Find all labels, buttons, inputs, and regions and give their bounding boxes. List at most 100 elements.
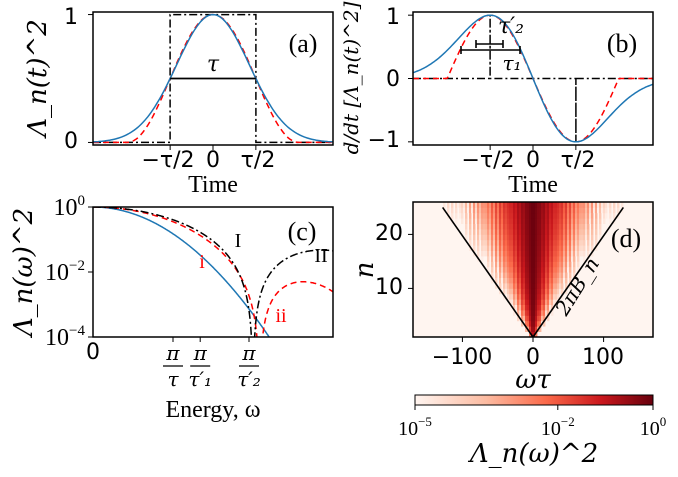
panel-d-cell [541, 256, 544, 262]
panel-d-cell [491, 223, 494, 230]
panel-d-cell [551, 212, 554, 219]
panel-d-cell [527, 293, 530, 300]
panel-d-cell [603, 202, 606, 208]
panel-d-cell [547, 304, 550, 311]
panel-d-cell [539, 256, 542, 262]
panel-d-cell [575, 207, 578, 214]
panel-d-cell [485, 218, 488, 224]
panel-d-cell [541, 266, 544, 273]
panel-d-cell [587, 218, 590, 224]
panel-d-cell [501, 234, 504, 241]
panel-d-cell [533, 272, 536, 278]
panel-d-cell [563, 245, 566, 251]
panel-d-cell [491, 266, 494, 273]
panel-d-cell [505, 212, 508, 219]
panel-d-cell [491, 207, 494, 214]
panel-d-cell [489, 245, 492, 251]
panel-d-cell [529, 288, 532, 295]
panel-d-cell [505, 277, 508, 284]
panel-d-cell [565, 239, 568, 246]
panel-d-cell [521, 218, 524, 224]
panel-d-cell [533, 326, 536, 332]
panel-d-cell [481, 207, 484, 214]
panel-d-cell [563, 272, 566, 278]
panel-d-cell [529, 245, 532, 251]
panel-d-cell [575, 239, 578, 246]
panel-d-cell [489, 234, 492, 241]
panel-d-cell [509, 218, 512, 224]
panel-d-cell [499, 207, 502, 214]
panel-d-cell [531, 261, 534, 268]
panel-d-cell [485, 229, 488, 235]
panel-d-cell [533, 207, 536, 214]
panel-d-cell [577, 223, 580, 230]
panel-d-cell [565, 218, 568, 224]
panel-d-cell [573, 223, 576, 230]
panel-d-cell [497, 229, 500, 235]
panel-d-cell [557, 239, 560, 246]
panel-d-cell [513, 293, 516, 300]
panel-d-cell [519, 207, 522, 214]
panel-d-cell [545, 266, 548, 273]
panel-c-ylabel: Λ_n(ω)^2 [9, 208, 39, 338]
panel-d-cell [527, 288, 530, 295]
panel-d-cell [469, 207, 472, 214]
colorbar-tick-label: 10−2 [541, 414, 575, 440]
panel-d-cell [605, 212, 608, 219]
panel-d-cell [497, 256, 500, 262]
panel-d-cell [527, 266, 530, 273]
panel-d-cell [553, 202, 556, 208]
panel-d-cell [503, 207, 506, 214]
panel-d-cell [503, 266, 506, 273]
panel-d-cell [559, 229, 562, 235]
panel-d-cell [591, 229, 594, 235]
panel-d-cell [555, 256, 558, 262]
panel-d-cell [579, 250, 582, 257]
panel-b-axes-frame [412, 11, 654, 146]
panel-c-series-dashed [93, 207, 333, 337]
panel-d-cell [525, 202, 528, 208]
panel-d-cell [551, 293, 554, 300]
panel-d-cell [529, 250, 532, 257]
panel-d-cell [497, 212, 500, 219]
panel-d-cell [537, 250, 540, 257]
panel-d-cell [539, 234, 542, 241]
panel-d-cell [493, 223, 496, 230]
panel-d-cell [485, 239, 488, 246]
panel-d-cell [489, 218, 492, 224]
panel-d-cell [511, 234, 514, 241]
panel-d-cell [563, 266, 566, 273]
panel-a-xtick-pos: τ/2 [241, 148, 276, 173]
panel-d-cell [543, 315, 546, 322]
panel-d-cell [503, 202, 506, 208]
panel-d-cell [561, 212, 564, 219]
panel-d-cell [535, 320, 538, 327]
panel-d-cell [485, 245, 488, 251]
panel-d-cell [567, 229, 570, 235]
panel-c-xlabel: Energy, ω [165, 397, 260, 423]
panel-d-cell [505, 207, 508, 214]
panel-a-ytick-1: 1 [64, 5, 78, 30]
panel-d-cell [591, 207, 594, 214]
panel-d-cell [537, 266, 540, 273]
panel-d-cell [571, 239, 574, 246]
panel-d-cell [521, 207, 524, 214]
panel-c-xtick-0: 0 [86, 340, 100, 365]
panel-d-cell [521, 288, 524, 295]
panel-d-cell [561, 223, 564, 230]
panel-d-cell [557, 202, 560, 208]
panel-d-cell [523, 283, 526, 289]
panel-d-ytick-10: 10 [375, 275, 403, 300]
panel-d-cell [493, 239, 496, 246]
panel-d-cell [517, 223, 520, 230]
panel-d-cell [533, 310, 536, 316]
panel-d-cell [571, 202, 574, 208]
panel-d-cell [507, 207, 510, 214]
panel-d-cell [573, 256, 576, 262]
panel-d-cell [563, 223, 566, 230]
panel-d-cell [565, 261, 568, 268]
panel-d-cell [477, 234, 480, 241]
panel-d-cell [523, 207, 526, 214]
panel-d-cell [517, 212, 520, 219]
panel-d-cell [533, 261, 536, 268]
